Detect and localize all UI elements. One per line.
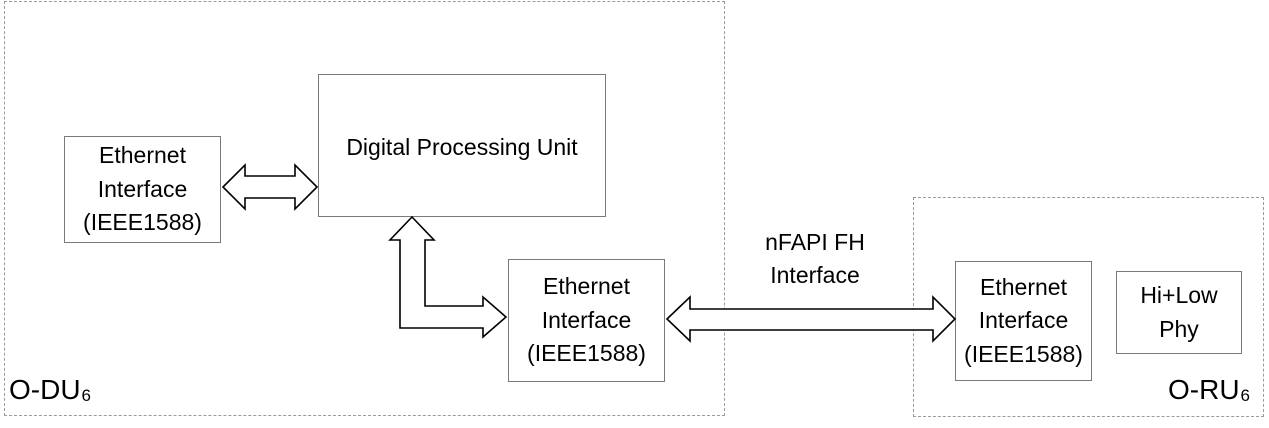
odu-ethernet-interface-left-label: Ethernet Interface (IEEE1588): [83, 142, 202, 236]
odu-ethernet-interface-right: Ethernet Interface (IEEE1588): [508, 259, 665, 382]
odu-label-text: O-DU: [9, 374, 81, 405]
arrow-fronthaul: [665, 295, 957, 343]
arrow-dpu-eth-right: [388, 215, 508, 339]
oru-ethernet-interface: Ethernet Interface (IEEE1588): [955, 261, 1092, 381]
odu-container: [4, 1, 725, 416]
odu-label-subscript: 6: [81, 386, 92, 405]
hi-low-phy: Hi+Low Phy: [1116, 271, 1242, 354]
digital-processing-unit-label: Digital Processing Unit: [346, 134, 578, 160]
oru-label-subscript: 6: [1240, 386, 1251, 405]
oru-label: O-RU6: [1168, 374, 1250, 406]
oru-ethernet-interface-label: Ethernet Interface (IEEE1588): [964, 273, 1083, 367]
nfapi-fh-interface-label: nFAPI FH Interface: [765, 229, 865, 289]
oru-container: [913, 197, 1264, 417]
odu-label: O-DU6: [9, 374, 91, 406]
oru-label-text: O-RU: [1168, 374, 1240, 405]
arrow-eth-left-dpu: [221, 163, 319, 211]
digital-processing-unit: Digital Processing Unit: [318, 74, 606, 217]
hi-low-phy-label: Hi+Low Phy: [1140, 282, 1218, 342]
odu-ethernet-interface-left: Ethernet Interface (IEEE1588): [64, 136, 221, 243]
odu-ethernet-interface-right-label: Ethernet Interface (IEEE1588): [527, 273, 646, 367]
